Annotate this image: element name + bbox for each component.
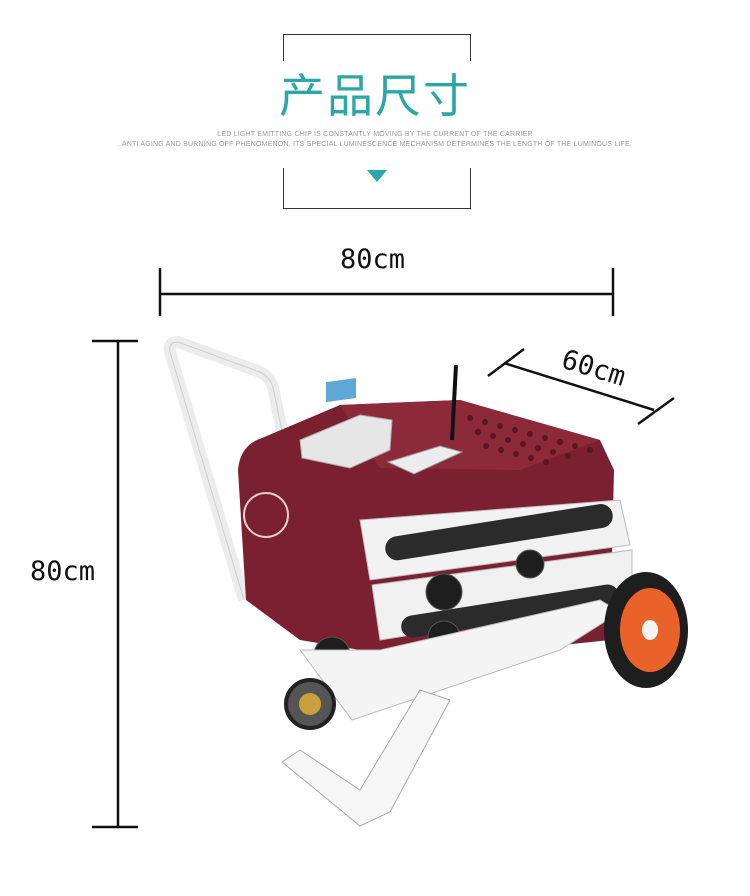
lcd-screen: [326, 377, 356, 403]
subtitle-line-2: . ANTI AGING AND BURNING OFF PHENOMENON,…: [117, 141, 633, 148]
title-frame-bottom: [283, 168, 471, 209]
subtitle-line-1: LED LIGHT EMITTING CHIP IS CONSTANTLY MO…: [217, 131, 533, 138]
depth-dimension-line: [487, 348, 675, 426]
brand-logo: [243, 492, 289, 538]
track-belt-lower: [401, 584, 619, 638]
page-title: 产品尺寸: [279, 69, 471, 123]
antenna-icon: [450, 364, 458, 441]
title-frame-top: [283, 34, 471, 61]
height-label: 80cm: [30, 556, 96, 587]
remote-control: [386, 445, 464, 475]
width-dimension-line: [158, 268, 615, 316]
down-triangle-icon: [367, 170, 387, 182]
cable-pusher-machine: [163, 336, 688, 827]
width-label: 80cm: [340, 244, 406, 275]
vent-holes: [467, 415, 593, 465]
control-panel: [299, 414, 393, 469]
track-belt-upper: [385, 504, 613, 561]
height-dimension-line: [92, 339, 138, 829]
folding-stand: [281, 689, 451, 827]
